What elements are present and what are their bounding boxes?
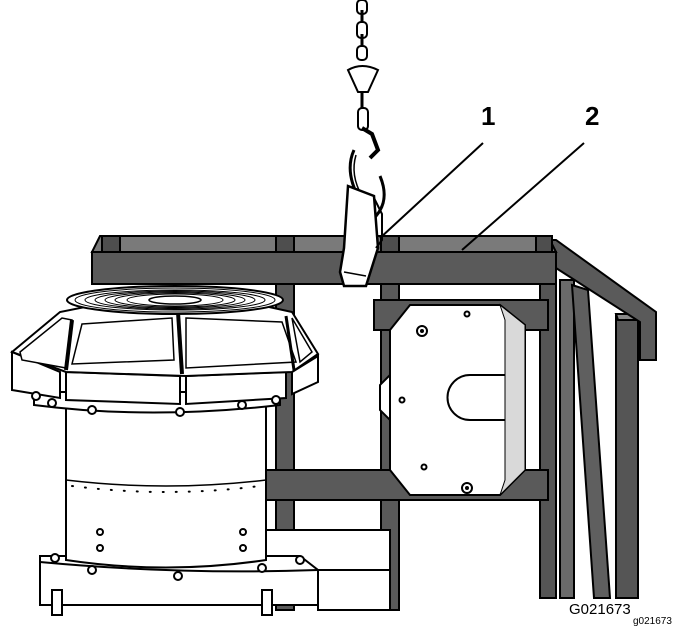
callout-label-2: 2 — [585, 101, 600, 131]
lifting-rig — [338, 0, 386, 288]
callout-label-1: 1 — [481, 101, 496, 131]
callout-leaders — [379, 142, 585, 251]
mounting-plate — [379, 303, 526, 496]
frame-rail-top-face — [90, 235, 558, 253]
motor-housing — [39, 404, 391, 616]
frame-brace-right — [570, 283, 612, 599]
master-link — [346, 65, 380, 93]
frame-rail-top — [91, 251, 557, 285]
leader-line-2 — [461, 142, 585, 251]
figure-id-small: g021673 — [633, 616, 672, 627]
frame-post-far-right — [615, 313, 639, 599]
frame-post-right-b — [559, 279, 575, 599]
fan-shroud — [10, 285, 320, 417]
lifting-strap — [338, 184, 380, 288]
figure-id: G021673 — [569, 601, 631, 618]
chain — [356, 0, 368, 61]
leader-line-1 — [379, 142, 484, 239]
